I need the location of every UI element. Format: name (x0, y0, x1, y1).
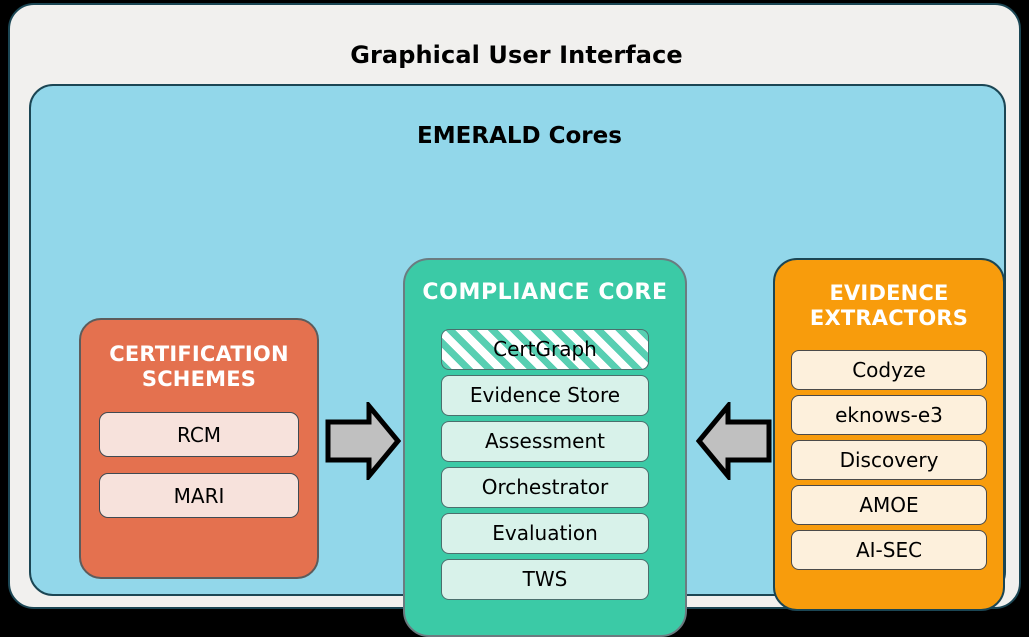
evidence-extractors-title-line1: EVIDENCE (829, 281, 949, 305)
list-item[interactable]: Discovery (791, 440, 987, 481)
item-label: Evaluation (492, 521, 598, 546)
certification-schemes-title-line2: SCHEMES (141, 366, 257, 391)
item-label: Assessment (485, 429, 605, 454)
evidence-extractors-box: EVIDENCE EXTRACTORS Codyze eknows-e3 Dis… (773, 258, 1005, 611)
arrow-left-icon (695, 399, 772, 484)
gui-title: Graphical User Interface (350, 41, 683, 69)
item-label: MARI (173, 483, 225, 508)
item-label: eknows-e3 (835, 403, 943, 428)
compliance-core-items: CertGraph Evidence Store Assessment Orch… (441, 328, 649, 600)
evidence-extractors-items: Codyze eknows-e3 Discovery AMOE AI-SEC (791, 350, 987, 571)
item-label: RCM (176, 422, 222, 447)
emerald-cores-panel: EMERALD Cores CERTIFICATION SCHEMES RCM … (29, 84, 1006, 637)
item-label: AMOE (859, 493, 919, 518)
item-label: Codyze (852, 358, 926, 383)
item-label: Evidence Store (469, 383, 621, 408)
list-item[interactable]: CertGraph (441, 328, 649, 370)
list-item[interactable]: RCM (99, 412, 299, 458)
evidence-extractors-title: EVIDENCE EXTRACTORS (775, 281, 1003, 330)
list-item[interactable]: Codyze (791, 350, 987, 391)
certification-schemes-box: CERTIFICATION SCHEMES RCM MARI (79, 318, 319, 579)
list-item[interactable]: Evidence Store (441, 374, 649, 416)
list-item[interactable]: eknows-e3 (791, 395, 987, 436)
arrow-right-icon (325, 399, 402, 484)
item-label: TWS (522, 567, 568, 592)
item-label: CertGraph (493, 337, 597, 362)
list-item[interactable]: TWS (441, 558, 649, 600)
list-item[interactable]: Evaluation (441, 512, 649, 554)
item-label: AI-SEC (855, 538, 923, 563)
emerald-cores-title: EMERALD Cores (417, 123, 622, 149)
compliance-core-box: COMPLIANCE CORE CertGraph Evidence Store… (403, 258, 687, 637)
item-label: Orchestrator (481, 475, 609, 500)
list-item[interactable]: Orchestrator (441, 466, 649, 508)
list-item[interactable]: AI-SEC (791, 530, 987, 571)
list-item[interactable]: Assessment (441, 420, 649, 462)
diagram-canvas: Graphical User Interface EMERALD Cores C… (8, 3, 1021, 637)
item-label: Discovery (839, 448, 939, 473)
certification-schemes-title-line1: CERTIFICATION (109, 342, 289, 366)
compliance-core-title: COMPLIANCE CORE (422, 280, 668, 305)
list-item[interactable]: AMOE (791, 485, 987, 526)
list-item[interactable]: MARI (99, 473, 299, 519)
certification-schemes-items: RCM MARI (99, 412, 299, 519)
evidence-extractors-title-line2: EXTRACTORS (809, 305, 969, 330)
gui-panel: Graphical User Interface EMERALD Cores C… (8, 3, 1021, 637)
certification-schemes-title: CERTIFICATION SCHEMES (81, 342, 317, 391)
